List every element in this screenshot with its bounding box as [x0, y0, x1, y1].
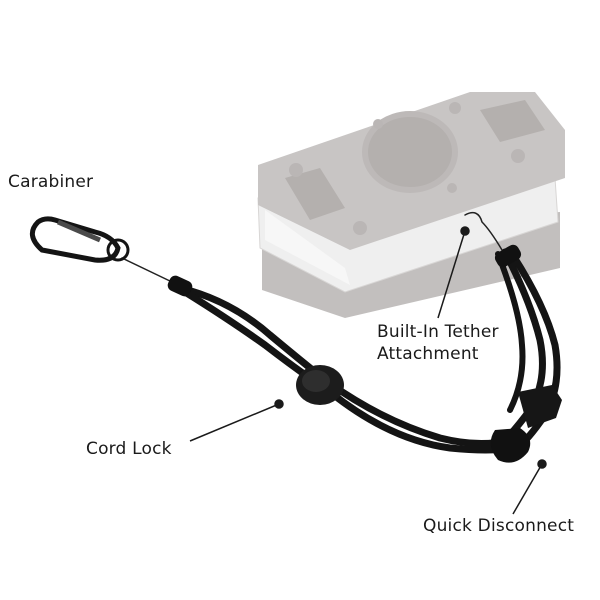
label-cord-lock: Cord Lock — [86, 439, 172, 459]
cord-end-cap — [494, 244, 522, 268]
label-quick-disconnect: Quick Disconnect — [423, 516, 575, 536]
label-carabiner: Carabiner — [8, 172, 94, 192]
quick-disconnect-buckle-icon — [490, 385, 562, 463]
device-illustration — [257, 92, 565, 318]
cord-lock-icon — [296, 365, 344, 405]
carabiner-icon — [29, 216, 130, 263]
label-tether-line2: Attachment — [377, 344, 479, 364]
cord-end-cap — [167, 275, 193, 297]
label-tether-line1: Built-In Tether — [377, 322, 499, 342]
callout-lines — [189, 226, 547, 515]
